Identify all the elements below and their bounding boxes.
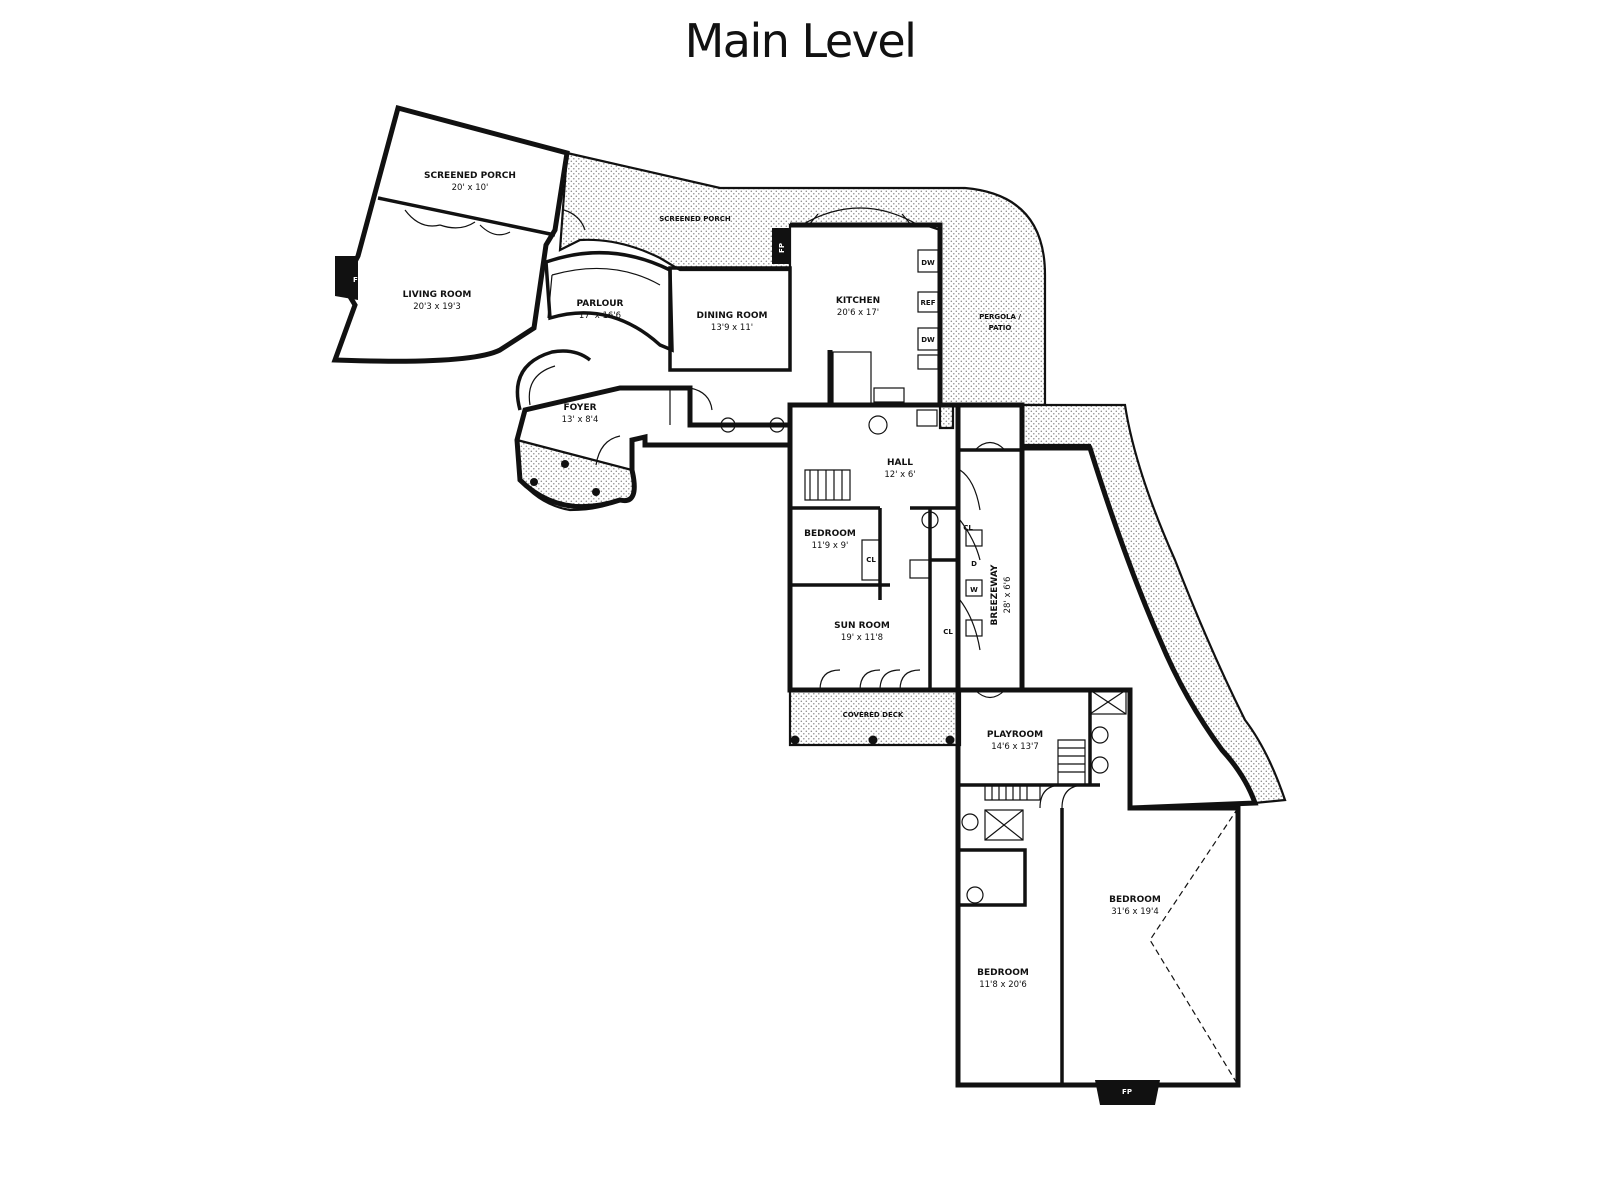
fixture-fp-south: FP	[1122, 1088, 1132, 1096]
fixture-dw-2: DW	[921, 336, 935, 344]
room-size-living-room: 20'3 x 19'3	[413, 302, 461, 312]
room-size-screened-porch: 20' x 10'	[452, 183, 489, 193]
room-label-hall: HALL	[887, 458, 913, 468]
fireplace-west	[335, 256, 358, 300]
room-label-playroom: PLAYROOM	[987, 730, 1043, 740]
room-size-dining-room: 13'9 x 11'	[711, 323, 753, 333]
room-label-parlour: PARLOUR	[577, 299, 624, 309]
room-label-living-room: LIVING ROOM	[403, 290, 472, 300]
room-size-foyer: 13' x 8'4	[562, 415, 599, 425]
fireplace-south	[1095, 1080, 1160, 1105]
room-label-foyer: FOYER	[563, 403, 596, 413]
fixture-dryer: D	[971, 560, 977, 568]
room-size-sun-room: 19' x 11'8	[841, 633, 883, 643]
room-size-hall: 12' x 6'	[884, 470, 915, 480]
foyer-walls	[514, 385, 793, 510]
room-size-kitchen: 20'6 x 17'	[837, 308, 879, 318]
fixture-fp-west: FP	[353, 276, 363, 284]
area-label-screened-porch: SCREENED PORCH	[659, 215, 731, 223]
fixture-washer: W	[970, 586, 978, 594]
area-label-patio: PATIO	[989, 324, 1012, 332]
room-label-sun-room: SUN ROOM	[834, 621, 890, 631]
fixture-dw: DW	[921, 259, 935, 267]
room-size-bedroom-south: 11'8 x 20'6	[979, 980, 1027, 990]
room-label-kitchen: KITCHEN	[836, 296, 880, 306]
room-label-bedroom-small: BEDROOM	[804, 529, 856, 539]
fixture-cl-breezeway-1: CL	[963, 524, 973, 532]
room-size-breezeway: 28' x 6'6	[1003, 577, 1013, 614]
room-size-bedroom-large: 31'6 x 19'4	[1111, 907, 1159, 917]
room-label-bedroom-south: BEDROOM	[977, 968, 1029, 978]
page-title: Main Level	[684, 14, 917, 68]
fixture-cl-bedroom: CL	[866, 556, 876, 564]
room-label-breezeway: BREEZEWAY	[990, 564, 1000, 625]
room-label-dining-room: DINING ROOM	[697, 311, 768, 321]
dining-room-walls	[668, 266, 792, 372]
west-wing-walls	[331, 104, 570, 364]
room-label-bedroom-large: BEDROOM	[1109, 895, 1161, 905]
room-size-bedroom-small: 11'9 x 9'	[812, 541, 849, 551]
area-label-pergola: PERGOLA /	[979, 313, 1021, 321]
room-size-playroom: 14'6 x 13'7	[991, 742, 1039, 752]
breezeway-path-area	[1020, 403, 1287, 805]
area-label-covered-deck: COVERED DECK	[843, 711, 904, 719]
breezeway-walls	[958, 402, 1025, 693]
room-label-screened-porch: SCREENED PORCH	[424, 171, 516, 181]
fixture-ref: REF	[921, 299, 936, 307]
room-size-parlour: 17' x 16'6	[579, 311, 621, 321]
fixture-cl-breezeway-2: CL	[943, 628, 953, 636]
east-wing-walls	[1022, 445, 1259, 811]
screened-porch-outer-area	[558, 151, 1047, 430]
fixture-fp-kitchen: FP	[778, 243, 786, 253]
